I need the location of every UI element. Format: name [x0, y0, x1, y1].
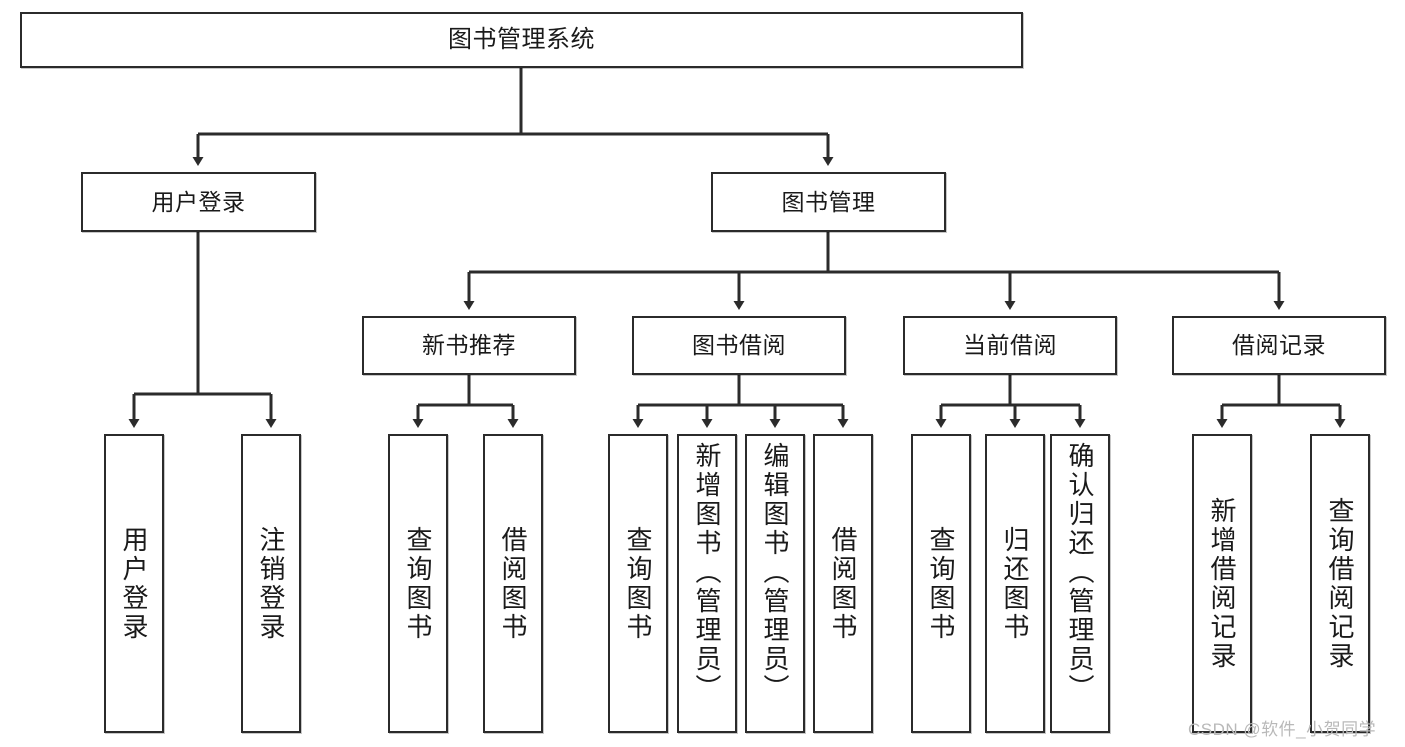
node-label: 查询借阅记录 [1325, 496, 1355, 671]
node-leaf-logout[interactable]: 注销登录 [241, 434, 301, 733]
node-leaf-confirm-return[interactable]: 确认归还（管理员） [1050, 434, 1110, 733]
node-user-login[interactable]: 用户登录 [81, 172, 316, 232]
node-label: 借阅图书 [498, 525, 528, 642]
node-label: 用户登录 [151, 188, 246, 215]
node-leaf-query-book-current[interactable]: 查询图书 [911, 434, 971, 733]
node-leaf-return-book[interactable]: 归还图书 [985, 434, 1045, 733]
node-book-borrow[interactable]: 图书借阅 [632, 316, 846, 375]
node-label: 新增借阅记录 [1207, 496, 1237, 671]
node-label: 借阅图书 [828, 525, 858, 642]
node-label: 查询图书 [623, 525, 653, 642]
node-leaf-borrow-book[interactable]: 借阅图书 [813, 434, 873, 733]
node-label: 查询图书 [926, 525, 956, 642]
node-label: 借阅记录 [1232, 332, 1326, 359]
node-label: 查询图书 [403, 525, 433, 642]
node-label: 用户登录 [119, 525, 149, 642]
node-label: 新增图书（管理员） [692, 442, 722, 703]
node-new-book-recommend[interactable]: 新书推荐 [362, 316, 576, 375]
node-current-borrow[interactable]: 当前借阅 [903, 316, 1117, 375]
node-leaf-add-borrow-record[interactable]: 新增借阅记录 [1192, 434, 1252, 733]
node-leaf-edit-book[interactable]: 编辑图书（管理员） [745, 434, 805, 733]
node-label: 图书管理系统 [448, 26, 595, 54]
node-leaf-borrow-book-recommend[interactable]: 借阅图书 [483, 434, 543, 733]
node-book-manage[interactable]: 图书管理 [711, 172, 946, 232]
node-label: 新书推荐 [422, 332, 516, 359]
node-label: 图书管理 [781, 188, 876, 215]
node-label: 注销登录 [256, 525, 286, 642]
node-label: 编辑图书（管理员） [760, 442, 790, 703]
node-label: 归还图书 [1000, 525, 1030, 642]
node-leaf-user-login[interactable]: 用户登录 [104, 434, 164, 733]
node-label: 确认归还（管理员） [1065, 442, 1095, 703]
node-leaf-query-book-borrow[interactable]: 查询图书 [608, 434, 668, 733]
node-root-system[interactable]: 图书管理系统 [20, 12, 1023, 68]
node-leaf-add-book[interactable]: 新增图书（管理员） [677, 434, 737, 733]
node-leaf-query-borrow-record[interactable]: 查询借阅记录 [1310, 434, 1370, 733]
csdn-watermark: CSDN @软件_小贺同学 [1188, 720, 1377, 739]
node-leaf-query-book-recommend[interactable]: 查询图书 [388, 434, 448, 733]
node-borrow-record[interactable]: 借阅记录 [1172, 316, 1386, 375]
node-label: 当前借阅 [963, 332, 1057, 359]
node-label: 图书借阅 [692, 332, 786, 359]
